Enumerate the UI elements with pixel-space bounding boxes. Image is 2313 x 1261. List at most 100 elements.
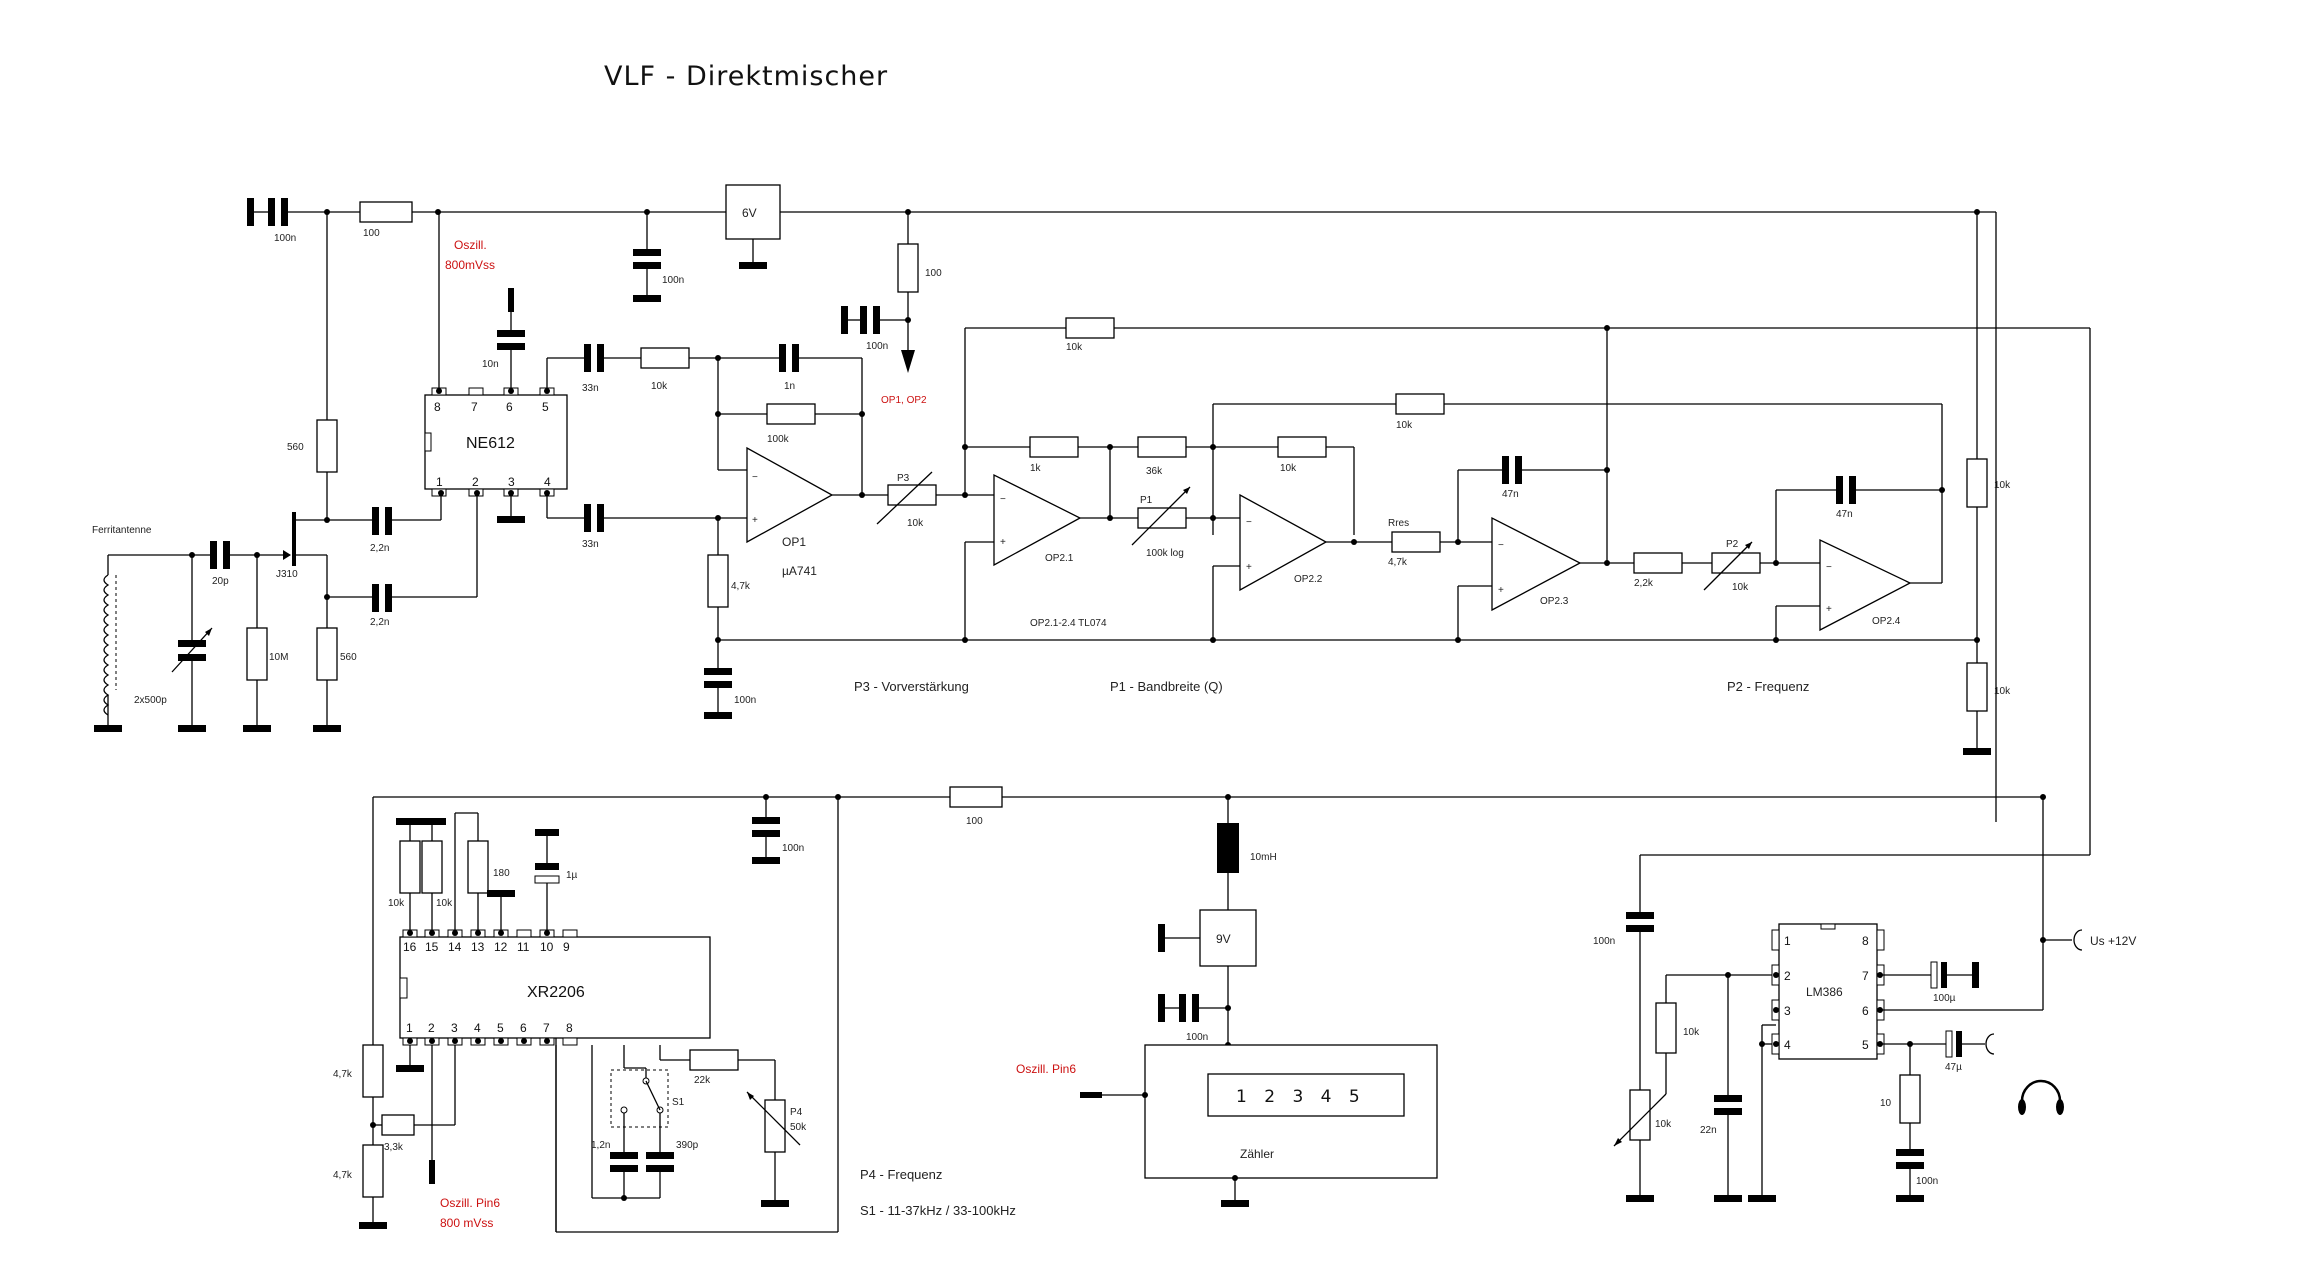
ground-symbol [247, 198, 254, 226]
ground-symbol [1626, 1195, 1654, 1202]
svg-text:180: 180 [493, 868, 510, 879]
schematic-title: VLF - Direktmischer [604, 61, 888, 92]
svg-text:5: 5 [542, 400, 549, 414]
svg-text:47n: 47n [1502, 489, 1519, 500]
capacitor-390p [646, 1165, 674, 1172]
ic-lm386 [1778, 923, 1878, 1060]
ground-symbol [1158, 924, 1165, 952]
svg-text:OP2.3: OP2.3 [1540, 596, 1569, 607]
capacitor-100n-bias [704, 668, 732, 675]
ground-symbol [396, 818, 424, 825]
oscillator-output-terminal [429, 1160, 435, 1184]
svg-text:1,2n: 1,2n [591, 1140, 610, 1151]
opamp-op1 [746, 446, 834, 544]
ground-symbol [1158, 994, 1165, 1022]
svg-text:−: − [1826, 562, 1832, 573]
potentiometer-p4[interactable] [764, 1099, 786, 1153]
audio-periphery: 100µ Us +12V 47µ 10 100n [1880, 929, 2136, 1202]
capacitor-1-2n [610, 1165, 638, 1172]
svg-text:100µ: 100µ [1933, 993, 1956, 1004]
audio-lm386: 100n 10k 10k 22n LM386 [1593, 854, 2090, 1202]
ground-symbol [396, 1065, 424, 1072]
svg-text:800mVss: 800mVss [445, 258, 495, 272]
resistor-10k-audio [1655, 1002, 1677, 1054]
capacitor-22n [1714, 1095, 1742, 1102]
svg-text:100n: 100n [734, 695, 756, 706]
svg-text:50k: 50k [790, 1122, 807, 1133]
svg-text:Oszill. Pin6: Oszill. Pin6 [1016, 1062, 1076, 1076]
capacitor-33n-a [584, 344, 591, 372]
ground-symbol [1896, 1195, 1924, 1202]
capacitor-100n-input [268, 198, 275, 226]
svg-text:100n: 100n [866, 341, 888, 352]
svg-text:100: 100 [925, 268, 942, 279]
svg-text:100n: 100n [662, 275, 684, 286]
svg-text:100n: 100n [1916, 1176, 1938, 1187]
svg-text:2,2n: 2,2n [370, 543, 389, 554]
resistor-560-drain [316, 419, 338, 473]
xr2206-pin-label: 15 [425, 940, 439, 954]
svg-text:7: 7 [471, 400, 478, 414]
ferrite-antenna-coil [103, 574, 110, 716]
resistor-3-3k [381, 1114, 415, 1136]
svg-text:10k: 10k [907, 518, 924, 529]
svg-text:P3: P3 [897, 473, 910, 484]
svg-text:10k: 10k [1396, 420, 1413, 431]
note-p3: P3 - Vorverstärkung [854, 679, 969, 694]
svg-text:NE612: NE612 [466, 435, 515, 452]
svg-text:100n: 100n [1593, 936, 1615, 947]
capacitor-100n-zobel [1896, 1149, 1924, 1156]
svg-text:4,7k: 4,7k [731, 581, 751, 592]
resistor-10k-pin15 [421, 840, 443, 894]
resistor-10k-mid-feedback [1395, 393, 1445, 415]
svg-text:XR2206: XR2206 [527, 984, 585, 1001]
lm386-pin-label: 6 [1862, 1004, 1869, 1018]
svg-text:10k: 10k [436, 898, 453, 909]
svg-text:OP2.2: OP2.2 [1294, 574, 1323, 585]
svg-text:Us +12V: Us +12V [2090, 934, 2136, 948]
headphones-icon [2018, 1079, 2064, 1115]
counter-input-terminal [1080, 1092, 1102, 1098]
capacitor-100n-vco [752, 817, 780, 824]
svg-text:560: 560 [287, 442, 304, 453]
svg-text:Oszill. Pin6: Oszill. Pin6 [440, 1196, 500, 1210]
resistor-10-zobel [1899, 1074, 1921, 1124]
svg-text:1k: 1k [1030, 463, 1042, 474]
xr2206-pin-label: 8 [566, 1021, 573, 1035]
svg-text:J310: J310 [276, 569, 298, 580]
resistor-10k-op22-feedback [1277, 436, 1327, 458]
svg-text:OP1, OP2: OP1, OP2 [881, 395, 927, 406]
lm386-pin-label: 1 [1784, 934, 1791, 948]
svg-text:+: + [1000, 537, 1006, 548]
capacitor-47n-op23 [1502, 456, 1509, 484]
note-p4: P4 - Frequenz [860, 1167, 942, 1182]
svg-text:10k: 10k [1994, 480, 2011, 491]
ground-symbol [497, 516, 525, 523]
opamp-op2-1 [993, 473, 1082, 567]
svg-text:4,7k: 4,7k [333, 1069, 353, 1080]
xr2206-pin-label: 9 [563, 940, 570, 954]
svg-text:8: 8 [434, 400, 441, 414]
capacitor-33n-b [584, 504, 591, 532]
arrow-down-icon [901, 350, 915, 373]
capacitor-47n-op24 [1836, 476, 1843, 504]
svg-text:47µ: 47µ [1945, 1062, 1962, 1073]
resistor-10k-divider-top [1966, 458, 1988, 508]
svg-text:+: + [1246, 562, 1252, 573]
switch-s1[interactable] [610, 1069, 669, 1128]
resistor-100-vco-supply [949, 786, 1003, 808]
svg-text:36k: 36k [1146, 466, 1163, 477]
svg-text:100n: 100n [782, 843, 804, 854]
svg-text:1n: 1n [784, 381, 795, 392]
resistor-10k-op1-input [640, 347, 690, 369]
potentiometer-volume-10k[interactable] [1629, 1089, 1651, 1141]
filter-section: P3 10k 10k 1k 36k 10k 10k [876, 212, 2091, 855]
capacitor-10n-osc [497, 343, 525, 350]
svg-text:LM386: LM386 [1806, 985, 1843, 999]
ground-symbol [1972, 962, 1979, 988]
svg-text:22n: 22n [1700, 1125, 1717, 1136]
svg-text:10k: 10k [1732, 582, 1749, 593]
ground-symbol [633, 295, 661, 302]
supply-connector-icon [2073, 929, 2083, 951]
